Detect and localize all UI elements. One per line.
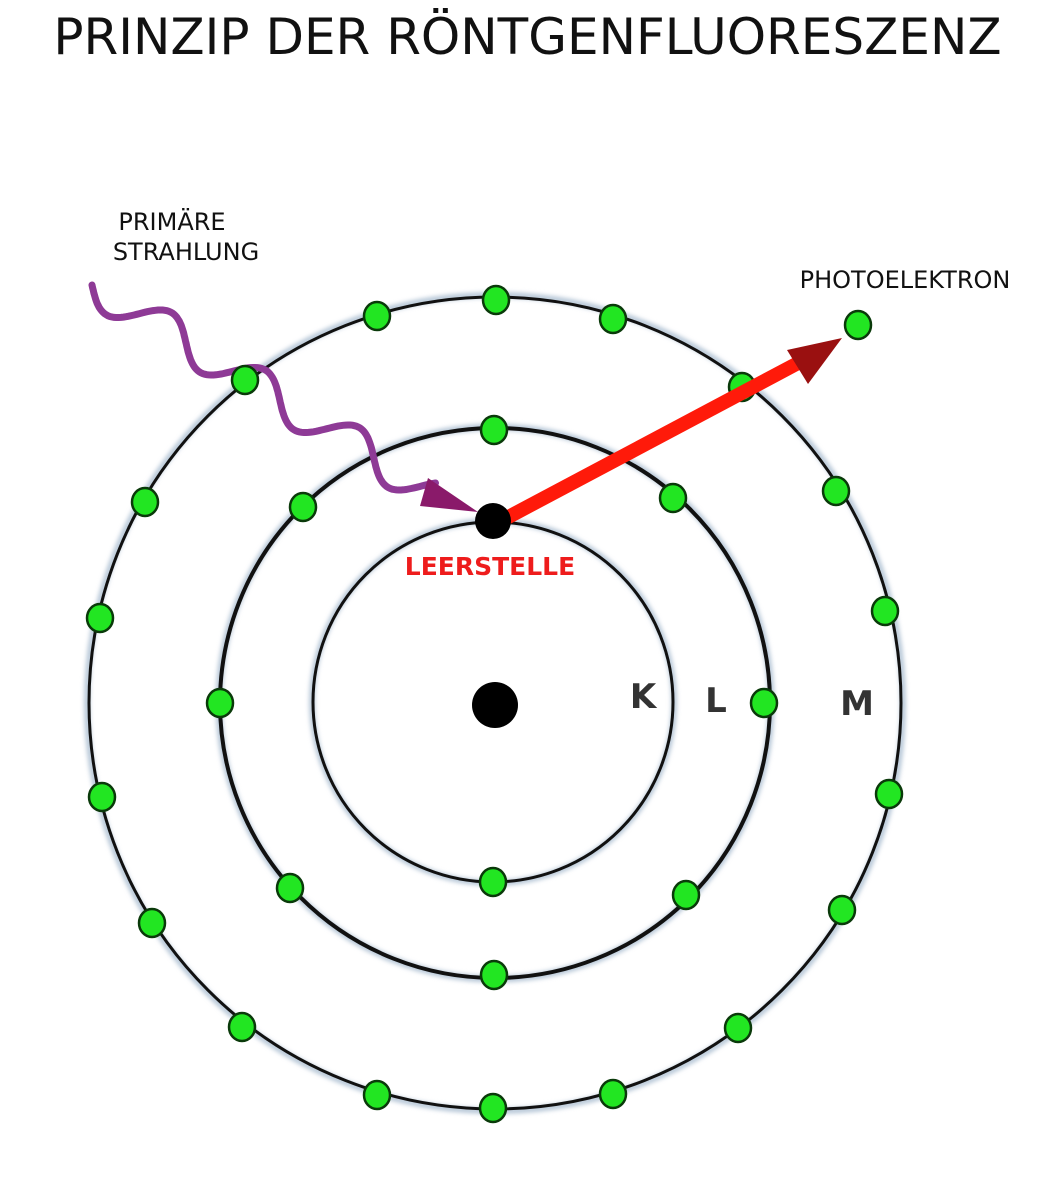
primary-radiation-arrowhead — [420, 478, 478, 512]
primary-radiation-wave — [88, 281, 439, 494]
electron — [870, 595, 900, 627]
electron — [671, 879, 701, 911]
electron — [205, 687, 235, 719]
electron — [598, 303, 628, 335]
photoelectron-label: PHOTOELEKTRON — [800, 266, 1011, 294]
electron — [87, 781, 117, 813]
photoelectron-arrowhead — [787, 338, 842, 384]
diagram-title: PRINZIP DER RÖNTGENFLUORESZENZ — [53, 8, 1002, 66]
photoelectron-path — [493, 355, 804, 530]
electron — [821, 475, 851, 507]
electron — [137, 907, 167, 939]
electron — [874, 778, 904, 810]
electron — [658, 482, 688, 514]
electron — [227, 1011, 257, 1043]
electron — [362, 1079, 392, 1111]
electrons — [85, 284, 904, 1124]
primary-radiation-label-2: STRAHLUNG — [113, 238, 259, 266]
electron — [230, 364, 260, 396]
electron — [479, 414, 509, 446]
electron — [749, 687, 779, 719]
shell-l-label: L — [705, 681, 727, 721]
electron — [362, 300, 392, 332]
vacancy — [475, 503, 511, 539]
electron — [479, 959, 509, 991]
electron — [85, 602, 115, 634]
primary-radiation-label-1: PRIMÄRE — [118, 207, 225, 236]
shell-m-label: M — [840, 684, 874, 724]
electron — [275, 872, 305, 904]
electron — [827, 894, 857, 926]
shell-k-label: K — [630, 677, 658, 717]
electron — [478, 866, 508, 898]
electron — [723, 1012, 753, 1044]
electron — [598, 1078, 628, 1110]
photoelectron — [843, 309, 873, 341]
nucleus — [472, 682, 518, 728]
electron — [481, 284, 511, 316]
electron — [288, 491, 318, 523]
vacancy-label: LEERSTELLE — [405, 552, 575, 581]
electron — [130, 486, 160, 518]
electron — [478, 1092, 508, 1124]
